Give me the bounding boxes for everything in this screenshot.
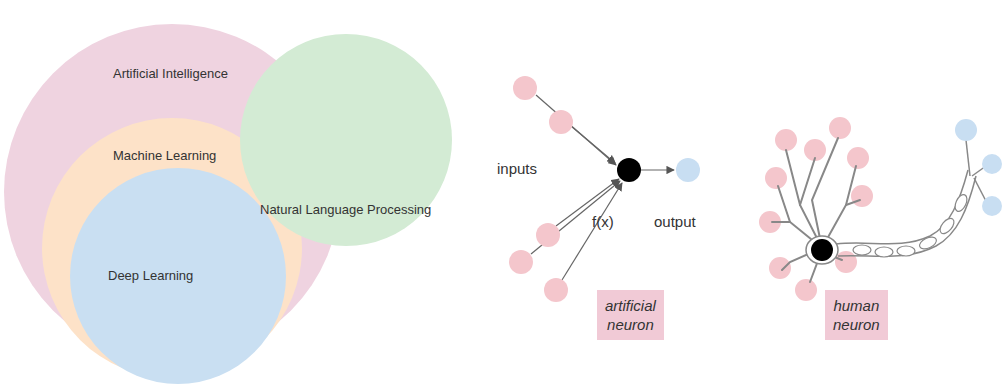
circle-label: Machine Learning bbox=[113, 148, 216, 164]
circle-label: Natural Language Processing bbox=[260, 202, 431, 218]
figure-label: f(x) bbox=[592, 213, 614, 231]
circle-label: Deep Learning bbox=[108, 268, 193, 284]
caption-box: human neuron bbox=[825, 290, 888, 340]
human-neuron-figure bbox=[759, 117, 1002, 301]
nlp-circle: Natural Language Processing bbox=[240, 34, 452, 246]
figure-label: output bbox=[654, 213, 696, 231]
dl-circle: Deep Learning bbox=[70, 168, 286, 384]
circle-label: Artificial Intelligence bbox=[113, 66, 228, 82]
caption-box: artificial neuron bbox=[597, 290, 664, 340]
caption-text: human neuron bbox=[833, 296, 880, 334]
caption-text: artificial neuron bbox=[605, 296, 656, 334]
artificial-neuron-figure bbox=[509, 76, 700, 302]
figure-label: inputs bbox=[497, 160, 537, 178]
